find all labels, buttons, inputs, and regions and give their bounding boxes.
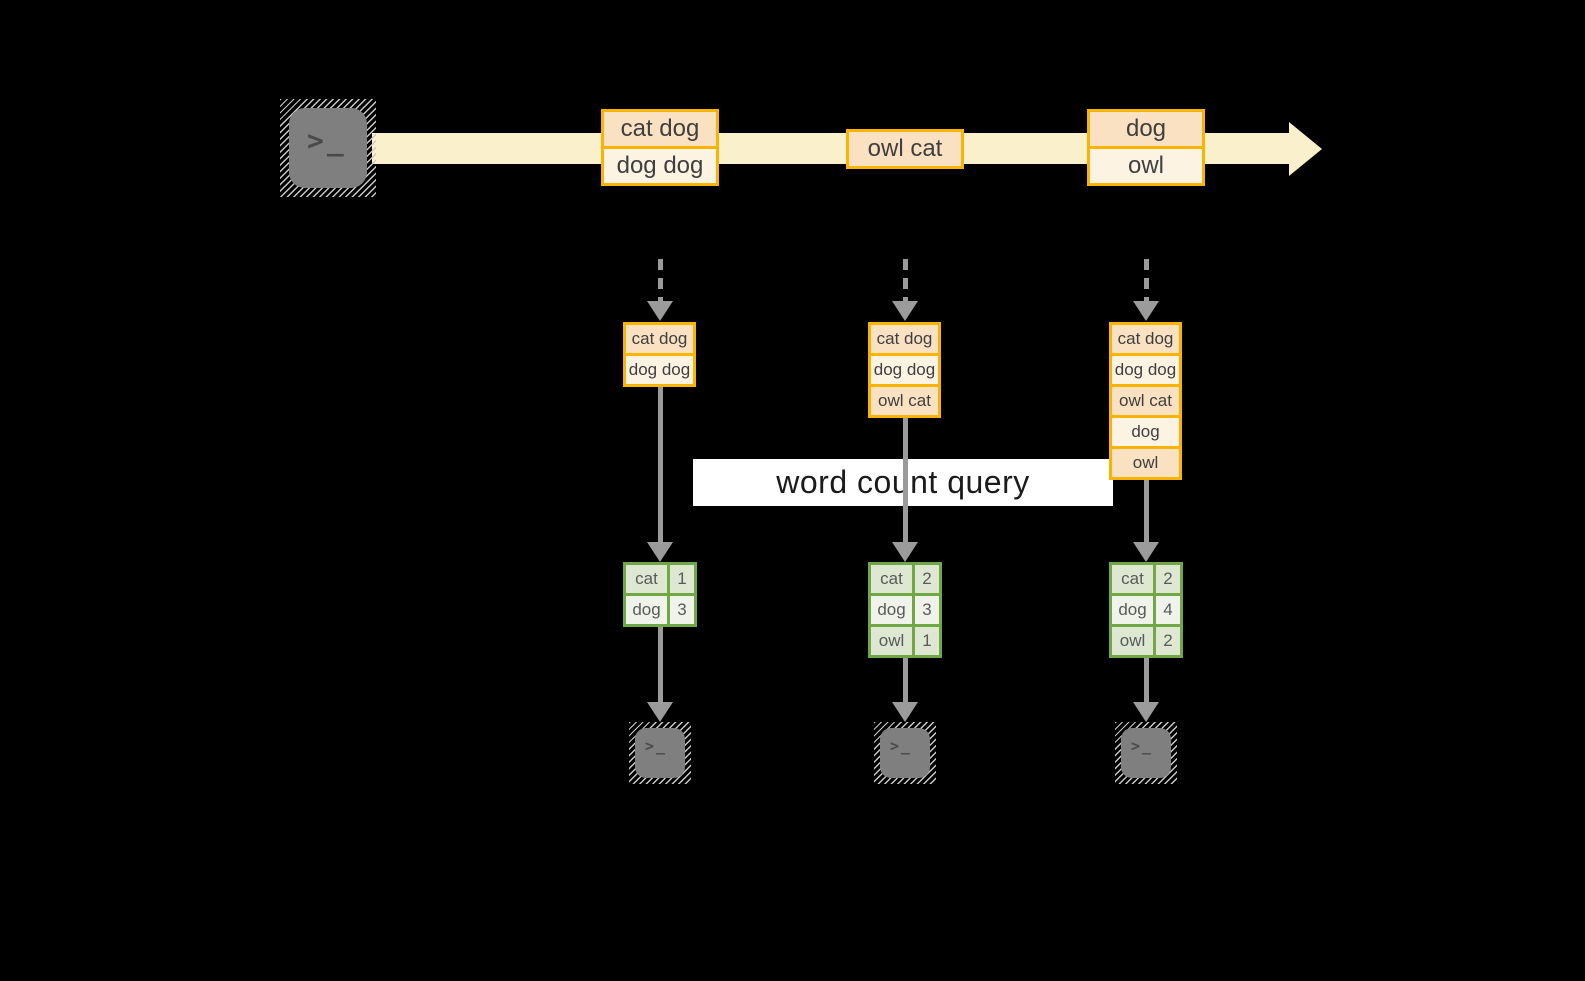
stream-batch-1-box: cat dog dog dog [601, 109, 719, 186]
flow-arrow-head-icon [647, 702, 673, 722]
count-row: dog 3 [871, 596, 939, 624]
terminal-prompt-glyph: >_ [307, 124, 347, 157]
stream-batch-cell: dog [1090, 112, 1202, 146]
terminal-screen: >_ [289, 108, 367, 188]
flow-arrow-line [657, 387, 663, 542]
count-row: dog 3 [626, 596, 694, 624]
state-cell: cat dog [1112, 325, 1179, 353]
dashed-arrow-head-icon [892, 301, 918, 321]
state-cell: owl [1112, 449, 1179, 477]
stream-batch-cell: cat dog [604, 112, 716, 146]
count-row: dog 4 [1112, 596, 1180, 624]
state-box-2: cat dog dog dog owl cat [868, 322, 941, 418]
dashed-arrow-line [1143, 259, 1149, 302]
dashed-arrow-line [902, 259, 908, 302]
count-value-cell: 2 [915, 565, 939, 593]
count-word-cell: cat [626, 565, 667, 593]
stream-batch-cell: owl cat [849, 132, 961, 166]
stream-batch-3-box: dog owl [1087, 109, 1205, 186]
terminal-prompt-glyph: >_ [890, 737, 913, 755]
state-cell: dog dog [1112, 356, 1179, 384]
dashed-arrow-head-icon [647, 301, 673, 321]
count-word-cell: dog [626, 596, 667, 624]
state-cell: cat dog [626, 325, 693, 353]
count-table-2: cat 2 dog 3 owl 1 [868, 562, 942, 658]
terminal-screen: >_ [1121, 728, 1171, 778]
count-table-3: cat 2 dog 4 owl 2 [1109, 562, 1183, 658]
state-box-3: cat dog dog dog owl cat dog owl [1109, 322, 1182, 480]
sink-terminal-icon: >_ [629, 722, 691, 784]
count-value-cell: 3 [670, 596, 694, 624]
state-cell: cat dog [871, 325, 938, 353]
sink-terminal-icon: >_ [1115, 722, 1177, 784]
count-word-cell: owl [871, 627, 912, 655]
flow-arrow-line [1143, 480, 1149, 542]
flow-arrow-head-icon [1133, 542, 1159, 562]
flow-arrow-line [657, 627, 663, 702]
count-value-cell: 3 [915, 596, 939, 624]
flow-arrow-head-icon [892, 702, 918, 722]
count-word-cell: owl [1112, 627, 1153, 655]
terminal-screen: >_ [880, 728, 930, 778]
count-row: cat 2 [871, 565, 939, 593]
count-value-cell: 1 [670, 565, 694, 593]
state-cell: dog dog [626, 356, 693, 384]
state-cell: owl cat [871, 387, 938, 415]
terminal-prompt-glyph: >_ [1131, 737, 1154, 755]
count-row: cat 1 [626, 565, 694, 593]
stream-arrowhead-icon [1289, 122, 1322, 176]
stream-batch-cell: dog dog [604, 149, 716, 183]
terminal-prompt-glyph: >_ [645, 737, 668, 755]
state-cell: dog [1112, 418, 1179, 446]
flow-arrow-head-icon [1133, 702, 1159, 722]
count-word-cell: cat [1112, 565, 1153, 593]
count-row: owl 1 [871, 627, 939, 655]
count-word-cell: cat [871, 565, 912, 593]
state-box-1: cat dog dog dog [623, 322, 696, 387]
dashed-arrow-head-icon [1133, 301, 1159, 321]
flow-arrow-line [902, 418, 908, 542]
count-row: cat 2 [1112, 565, 1180, 593]
terminal-screen: >_ [635, 728, 685, 778]
count-value-cell: 4 [1156, 596, 1180, 624]
flow-arrow-line [1143, 658, 1149, 702]
flow-arrow-head-icon [647, 542, 673, 562]
dashed-arrow-line [657, 259, 663, 302]
count-row: owl 2 [1112, 627, 1180, 655]
source-terminal-icon: >_ [280, 99, 376, 197]
stream-batch-cell: owl [1090, 149, 1202, 183]
count-value-cell: 2 [1156, 565, 1180, 593]
stream-batch-2-box: owl cat [846, 129, 964, 169]
count-value-cell: 1 [915, 627, 939, 655]
flow-arrow-line [902, 658, 908, 702]
sink-terminal-icon: >_ [874, 722, 936, 784]
count-table-1: cat 1 dog 3 [623, 562, 697, 627]
count-word-cell: dog [871, 596, 912, 624]
count-value-cell: 2 [1156, 627, 1180, 655]
count-word-cell: dog [1112, 596, 1153, 624]
state-cell: owl cat [1112, 387, 1179, 415]
flow-arrow-head-icon [892, 542, 918, 562]
state-cell: dog dog [871, 356, 938, 384]
